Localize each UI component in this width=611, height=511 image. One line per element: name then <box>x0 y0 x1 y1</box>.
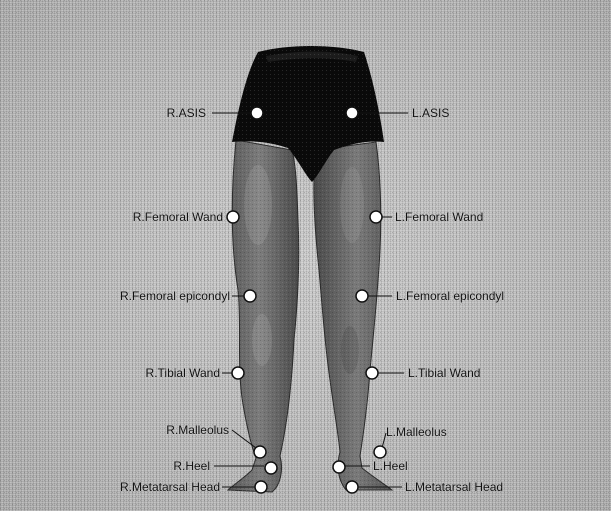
r-heel-label: R.Heel <box>173 459 210 473</box>
l-tibial-wand-marker <box>366 367 378 379</box>
r-asis-marker <box>251 107 263 119</box>
r-tibial-wand-label: R.Tibial Wand <box>146 366 220 380</box>
r-femoral-wand-label: R.Femoral Wand <box>133 210 223 224</box>
l-tibial-wand-label: L.Tibial Wand <box>408 366 480 380</box>
r-tibial-wand-marker <box>232 367 244 379</box>
l-asis-marker <box>346 107 358 119</box>
l-malleolus-marker <box>374 446 386 458</box>
l-metatarsal-head-marker <box>346 481 358 493</box>
r-femoral-epicondyl-label: R.Femoral epicondyl <box>120 289 230 303</box>
r-femoral-wand-marker <box>227 211 239 223</box>
l-heel-label: L.Heel <box>373 459 408 473</box>
r-femoral-epicondyl-marker <box>244 290 256 302</box>
l-femoral-wand-label: L.Femoral Wand <box>395 210 483 224</box>
l-metatarsal-head-label: L.Metatarsal Head <box>405 480 503 494</box>
l-asis-label: L.ASIS <box>412 106 449 120</box>
l-femoral-epicondyl-marker <box>356 290 368 302</box>
r-malleolus-marker <box>254 446 266 458</box>
l-femoral-epicondyl-label: L.Femoral epicondyl <box>396 289 504 303</box>
r-metatarsal-head-label: R.Metatarsal Head <box>120 480 220 494</box>
r-malleolus-label: R.Malleolus <box>166 423 229 437</box>
l-femoral-wand-marker <box>370 211 382 223</box>
l-malleolus-label: L.Malleolus <box>386 425 447 439</box>
r-metatarsal-head-marker <box>255 481 267 493</box>
l-heel-marker <box>333 461 345 473</box>
r-heel-marker <box>265 462 277 474</box>
r-asis-label: R.ASIS <box>167 106 206 120</box>
